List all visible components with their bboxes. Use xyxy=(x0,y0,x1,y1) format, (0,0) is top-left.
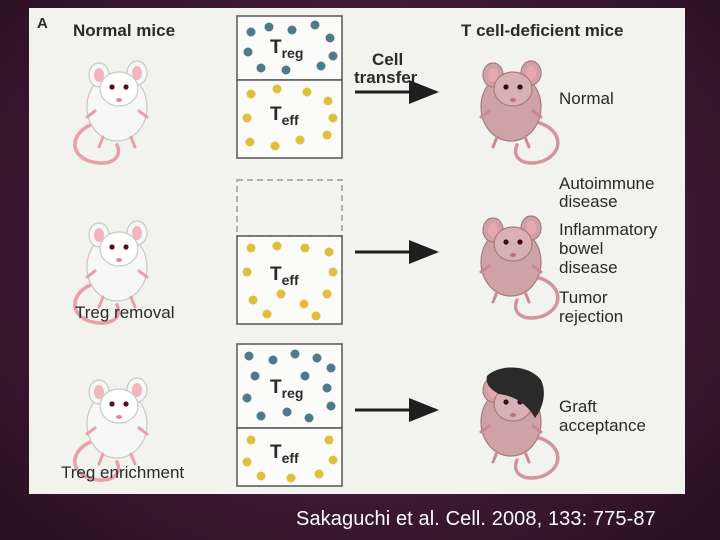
treg-cells xyxy=(242,349,336,423)
outcome-text: disease xyxy=(559,258,618,277)
pink-mouse xyxy=(479,59,560,165)
outcome-normal: Normal xyxy=(559,89,614,108)
white-mouse xyxy=(73,59,149,165)
treg-label: Treg xyxy=(270,37,303,61)
figure-panel: A Normal mice T cell-deficient mice Treg… xyxy=(29,8,685,494)
teff-label: Teff xyxy=(270,442,299,466)
treg-removal-label: Treg removal xyxy=(75,303,175,322)
outcome-text: Inflammatory xyxy=(559,220,658,239)
outcome-text: rejection xyxy=(559,307,623,326)
outcome-text: Autoimmune xyxy=(559,174,654,193)
treg-cells xyxy=(243,20,338,75)
treg-enrichment-label: Treg enrichment xyxy=(61,463,184,482)
teff-cells xyxy=(242,241,338,321)
teff-cells xyxy=(242,435,338,483)
removed-treg-box xyxy=(236,179,343,237)
skin-graft xyxy=(486,367,544,418)
panel-letter: A xyxy=(37,15,48,32)
outcome-text: acceptance xyxy=(559,416,646,435)
outcome-text: disease xyxy=(559,192,618,211)
diagram: A Normal mice T cell-deficient mice Treg… xyxy=(37,15,658,487)
teff-cells xyxy=(242,84,338,151)
left-header: Normal mice xyxy=(73,21,175,40)
outcome-text: Tumor xyxy=(559,288,608,307)
outcome-text: bowel xyxy=(559,239,603,258)
treg-label: Treg xyxy=(270,377,303,401)
pink-mouse xyxy=(479,214,560,320)
teff-label: Teff xyxy=(270,264,299,288)
teff-label: Teff xyxy=(270,104,299,128)
cell-transfer-label-1: Cell xyxy=(372,50,403,69)
right-header: T cell-deficient mice xyxy=(461,21,624,40)
citation: Sakaguchi et al. Cell. 2008, 133: 775-87 xyxy=(296,508,656,530)
cell-transfer-label-2: transfer xyxy=(354,68,418,87)
outcome-text: Graft xyxy=(559,397,597,416)
